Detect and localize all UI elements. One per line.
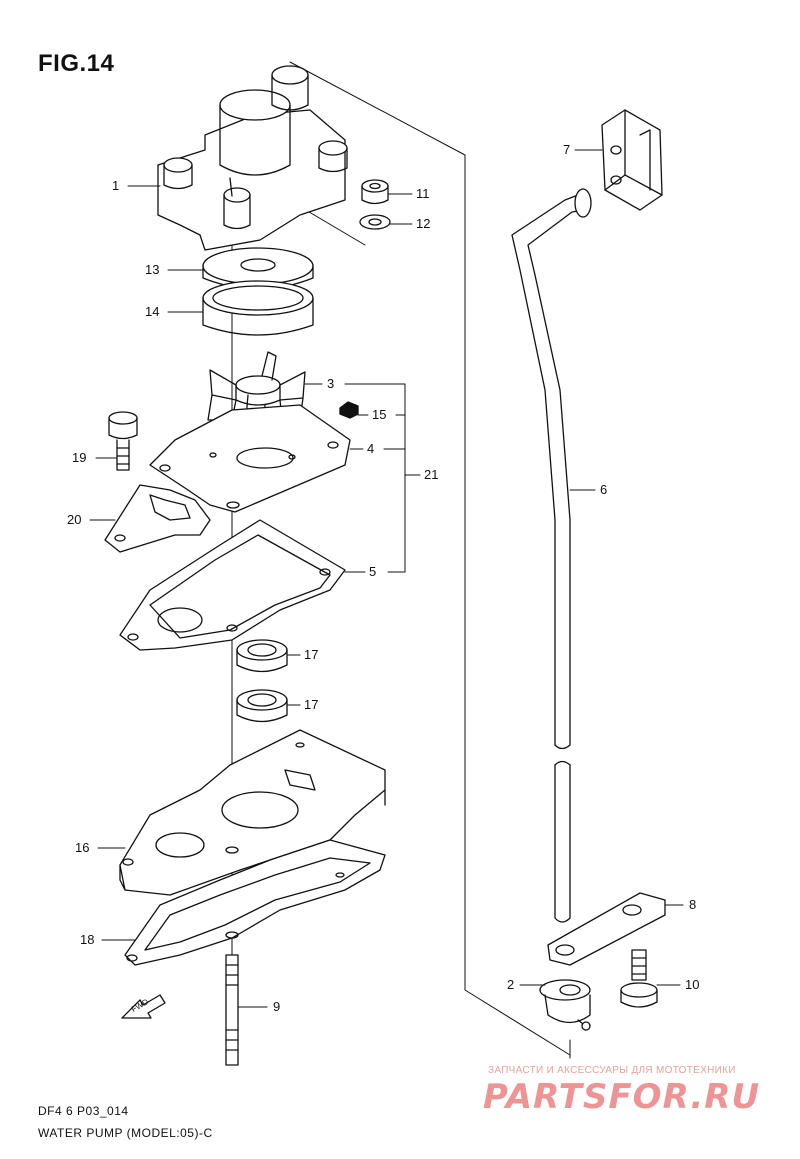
- bolt-19: [108, 411, 138, 471]
- callout-3: 3: [327, 376, 335, 391]
- callout-2: 2: [507, 977, 515, 992]
- pump-case-plate: [149, 404, 351, 513]
- callout-8: 8: [689, 897, 697, 912]
- bracket-21: [344, 383, 406, 573]
- callout-19: 19: [72, 450, 87, 465]
- callout-13: 13: [145, 262, 160, 277]
- nut: [361, 179, 389, 205]
- callout-12: 12: [416, 216, 431, 231]
- diagram-code: DF4 6 P03_014: [38, 1104, 129, 1118]
- watermark-tagline: ЗАПЧАСТИ И АКСЕССУАРЫ ДЛЯ МОТОТЕХНИКИ: [488, 1065, 736, 1076]
- stud-bolt: [225, 954, 239, 1066]
- collar: [539, 979, 591, 1031]
- washer: [359, 214, 391, 230]
- callout-1: 1: [112, 178, 120, 193]
- callout-9: 9: [273, 999, 281, 1014]
- callout-18: 18: [80, 932, 95, 947]
- callout-14: 14: [145, 304, 160, 319]
- grommet: [601, 109, 663, 211]
- impeller-key: [339, 401, 359, 419]
- callout-11: 11: [416, 186, 430, 201]
- callout-7: 7: [563, 142, 571, 157]
- oil-seal-upper: [236, 639, 288, 673]
- oil-seal-lower: [236, 689, 288, 723]
- callout-5: 5: [369, 564, 377, 579]
- callout-4: 4: [367, 441, 375, 456]
- callout-21: 21: [424, 467, 439, 482]
- fwd-arrow: [121, 994, 166, 1019]
- watermark-logo: PARTSFOR.RU: [483, 1077, 761, 1117]
- gasket-small: [104, 484, 211, 553]
- water-tube: [511, 188, 592, 923]
- callout-15: 15: [372, 407, 387, 422]
- figure-title: FIG.14: [38, 50, 115, 77]
- tube-clamp: [547, 892, 666, 966]
- callout-17-lower: 17: [304, 697, 319, 712]
- gasket-bottom: [124, 839, 386, 966]
- pump-housing: [157, 65, 348, 251]
- gasket-large: [119, 519, 346, 651]
- bolt-10: [620, 949, 658, 1008]
- callout-17-upper: 17: [304, 647, 319, 662]
- callout-16: 16: [75, 840, 90, 855]
- callout-20: 20: [67, 512, 82, 527]
- assembly-reference-line: [289, 61, 571, 1056]
- lower-pump-case: [119, 729, 386, 896]
- callout-6: 6: [600, 482, 608, 497]
- diagram-title: WATER PUMP (MODEL:05)-C: [38, 1126, 213, 1140]
- callout-10: 10: [685, 977, 700, 992]
- pump-case-liner: [202, 280, 314, 336]
